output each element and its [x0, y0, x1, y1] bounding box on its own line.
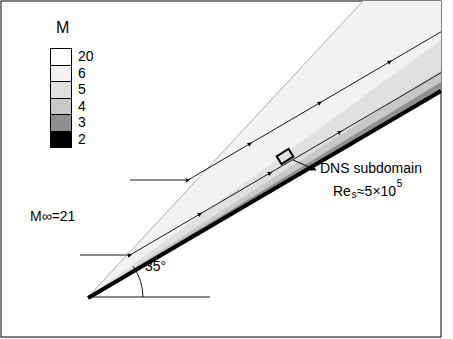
legend-value: 5 [78, 81, 86, 97]
legend-value: 6 [78, 65, 86, 81]
reynolds-subscript: s [351, 190, 356, 200]
reynolds-text: ≈5×10 [357, 183, 396, 199]
angle-label: 35° [145, 258, 166, 274]
reynolds-text: Re [333, 183, 351, 199]
frame [1, 1, 441, 337]
legend-value: 3 [78, 114, 86, 130]
mach-contours [88, 1, 441, 297]
legend-swatch [50, 114, 72, 132]
freestream-mach: M∞=21 [30, 208, 75, 224]
legend-swatch [50, 98, 72, 116]
legend-value: 4 [78, 98, 86, 114]
legend-value: 20 [78, 48, 94, 64]
legend-swatch [50, 48, 72, 66]
callout-text: DNS subdomain [320, 160, 422, 176]
streamlines [80, 32, 441, 255]
plate-surface [88, 91, 441, 298]
legend-title: M [56, 20, 69, 36]
legend-value: 2 [78, 131, 86, 147]
dns-subdomain-box [277, 149, 316, 170]
reynolds-superscript: 5 [397, 179, 403, 189]
legend-swatch [50, 81, 72, 99]
legend-swatch [50, 65, 72, 83]
legend-swatch [50, 131, 72, 149]
